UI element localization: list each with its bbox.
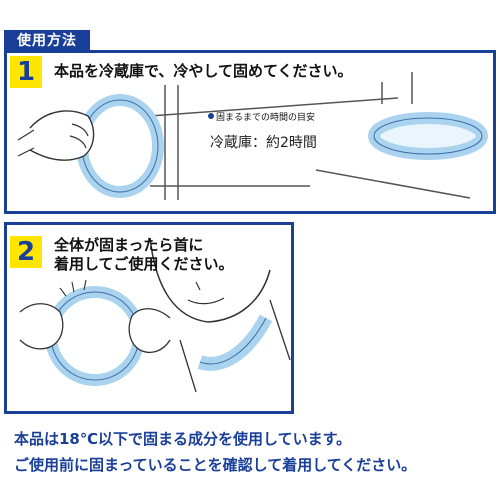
frozen-ring-illustration: [368, 112, 488, 160]
step2-number: 2: [10, 236, 42, 268]
step2-instruction-line2: 着用してご使用ください。: [54, 255, 234, 273]
step2-instruction: 全体が固まったら首に 着用してご使用ください。: [54, 236, 234, 274]
bullet-icon: [208, 113, 214, 119]
person-wearing-ring-illustration: [149, 237, 291, 393]
step1-instruction: 本品を冷蔵庫で、冷やして固めてください。: [54, 62, 353, 80]
fridge-shelf-illustration: [149, 72, 471, 200]
ring-in-hands-illustration: [19, 279, 171, 386]
step1-number: 1: [10, 56, 42, 88]
fridge-time: 冷蔵庫：約2時間: [210, 135, 317, 151]
freeze-time-note: 固まるまでの時間の目安: [208, 110, 315, 123]
neck-ring-hand-illustration: [17, 94, 164, 198]
footer-line2: ご使用前に固まっていることを確認して着用してください。: [14, 456, 417, 474]
step2-instruction-line1: 全体が固まったら首に: [54, 236, 204, 254]
header-title: 使用方法: [4, 30, 90, 52]
freeze-time-note-text: 固まるまでの時間の目安: [216, 113, 316, 123]
footer-line1: 本品は18℃以下で固まる成分を使用しています。: [14, 430, 352, 448]
